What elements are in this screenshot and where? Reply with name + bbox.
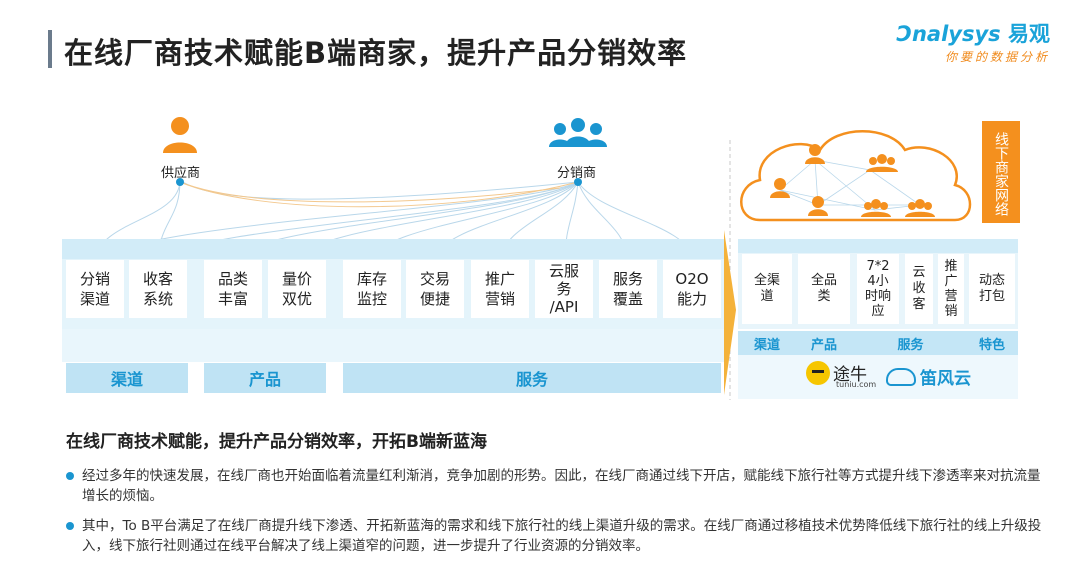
bullet-text: 经过多年的快速发展，在线厂商也开始面临着流量红利渐消，竞争加剧的形势。因此，在线… bbox=[82, 468, 1041, 504]
card-cloud-api: 云服 务 /API bbox=[535, 260, 593, 318]
right-label-feature: 特色 bbox=[978, 337, 1005, 353]
right-card-label: 推 广 营 销 bbox=[944, 259, 958, 319]
offline-merchant-icons bbox=[770, 144, 935, 217]
bullet-text: 其中，To B平台满足了在线厂商提升线下渗透、开拓新蓝海的需求和线下旅行社的线上… bbox=[82, 518, 1042, 554]
right-card-all-channel: 全渠 道 bbox=[742, 254, 792, 324]
category-service: 服务 bbox=[343, 363, 721, 393]
card-inventory-monitor: 库存 监控 bbox=[343, 260, 401, 318]
right-brand-band bbox=[738, 355, 1018, 399]
card-label: 交易 便捷 bbox=[419, 270, 450, 308]
card-label: O2O 能力 bbox=[675, 270, 709, 308]
logo-cn: 易观 bbox=[1008, 22, 1050, 46]
logo-latin: nalysys bbox=[911, 22, 1001, 46]
tuniu-name: 途牛 bbox=[833, 365, 867, 385]
card-label: 库存 监控 bbox=[356, 270, 387, 308]
card-easy-trade: 交易 便捷 bbox=[406, 260, 464, 318]
distributor-group-icon bbox=[549, 118, 607, 147]
distributor-label: 分销商 bbox=[557, 166, 597, 181]
supplier-person-icon bbox=[163, 117, 197, 153]
right-band-top bbox=[738, 239, 1018, 253]
bullet-dot-icon bbox=[66, 472, 74, 480]
card-o2o: O2O 能力 bbox=[663, 260, 721, 318]
cloud-icon bbox=[886, 367, 916, 386]
card-volume-price: 量价 双优 bbox=[268, 260, 326, 318]
card-label: 推广 营销 bbox=[484, 270, 515, 308]
card-label: 云服 务 /API bbox=[548, 262, 579, 316]
miaofengyun-name: 笛风云 bbox=[920, 369, 971, 389]
card-service-coverage: 服务 覆盖 bbox=[599, 260, 657, 318]
right-card-24h-response: 7*2 4小 时响 应 bbox=[857, 254, 899, 324]
right-label-product: 产品 bbox=[810, 337, 837, 353]
card-rich-categories: 品类 丰富 bbox=[204, 260, 262, 318]
logo-c-glyph: Ↄ bbox=[896, 22, 912, 46]
bullet-dot-icon bbox=[66, 522, 74, 530]
right-card-label: 动态 打包 bbox=[978, 273, 1005, 304]
card-customer-system: 收客 系统 bbox=[129, 260, 187, 318]
card-label: 量价 双优 bbox=[281, 270, 312, 308]
right-card-label: 全品 类 bbox=[810, 273, 837, 304]
band-connectors bbox=[62, 329, 724, 362]
bullet-item: 经过多年的快速发展，在线厂商也开始面临着流量红利渐消，竞争加剧的形势。因此，在线… bbox=[66, 466, 1046, 506]
category-channel: 渠道 bbox=[66, 363, 188, 393]
card-label: 分销 渠道 bbox=[79, 270, 110, 308]
right-label-channel: 渠道 bbox=[753, 337, 780, 353]
offline-network-label: 线下商家网络 bbox=[982, 121, 1020, 223]
band-top bbox=[62, 239, 724, 259]
distribution-diagram: 供应商 分销商 线下商家网络 分销 渠道 收客 系统 品类 丰富 量价 双优 库… bbox=[62, 117, 1020, 400]
title-accent-bar bbox=[48, 30, 52, 68]
logo-tagline: 你要的数据分析 bbox=[944, 50, 1050, 64]
card-label: 品类 丰富 bbox=[217, 270, 248, 308]
right-label-band bbox=[738, 331, 1018, 355]
page-title: 在线厂商技术赋能B端商家，提升产品分销效率 bbox=[64, 36, 688, 70]
tuniu-mascot-icon bbox=[806, 360, 830, 385]
right-card-promotion: 推 广 营 销 bbox=[938, 254, 964, 324]
right-label-service: 服务 bbox=[897, 337, 924, 353]
bullet-item: 其中，To B平台满足了在线厂商提升线下渗透、开拓新蓝海的需求和线下旅行社的线上… bbox=[66, 516, 1046, 556]
miaofengyun-logo: 笛风云 bbox=[886, 364, 971, 389]
supplier-label: 供应商 bbox=[161, 166, 201, 181]
card-promotion: 推广 营销 bbox=[471, 260, 529, 318]
right-card-cloud-customer: 云 收 客 bbox=[905, 254, 933, 324]
card-label: 收客 系统 bbox=[142, 270, 173, 308]
right-card-dynamic-package: 动态 打包 bbox=[969, 254, 1015, 324]
section-subtitle: 在线厂商技术赋能，提升产品分销效率，开拓B端新蓝海 bbox=[66, 432, 487, 452]
tuniu-domain: tuniu.com bbox=[836, 380, 877, 389]
right-card-label: 全渠 道 bbox=[753, 273, 780, 304]
card-label: 服务 覆盖 bbox=[612, 270, 643, 308]
category-product: 产品 bbox=[204, 363, 326, 393]
card-distribution-channel: 分销 渠道 bbox=[66, 260, 124, 318]
analysys-logo: Ↄnalysys 易观 你要的数据分析 bbox=[897, 18, 1050, 65]
tuniu-logo: 途牛 tuniu.com bbox=[806, 360, 876, 389]
right-card-all-category: 全品 类 bbox=[798, 254, 850, 324]
right-card-label: 云 收 客 bbox=[912, 265, 926, 312]
right-card-label: 7*2 4小 时响 应 bbox=[864, 259, 891, 319]
